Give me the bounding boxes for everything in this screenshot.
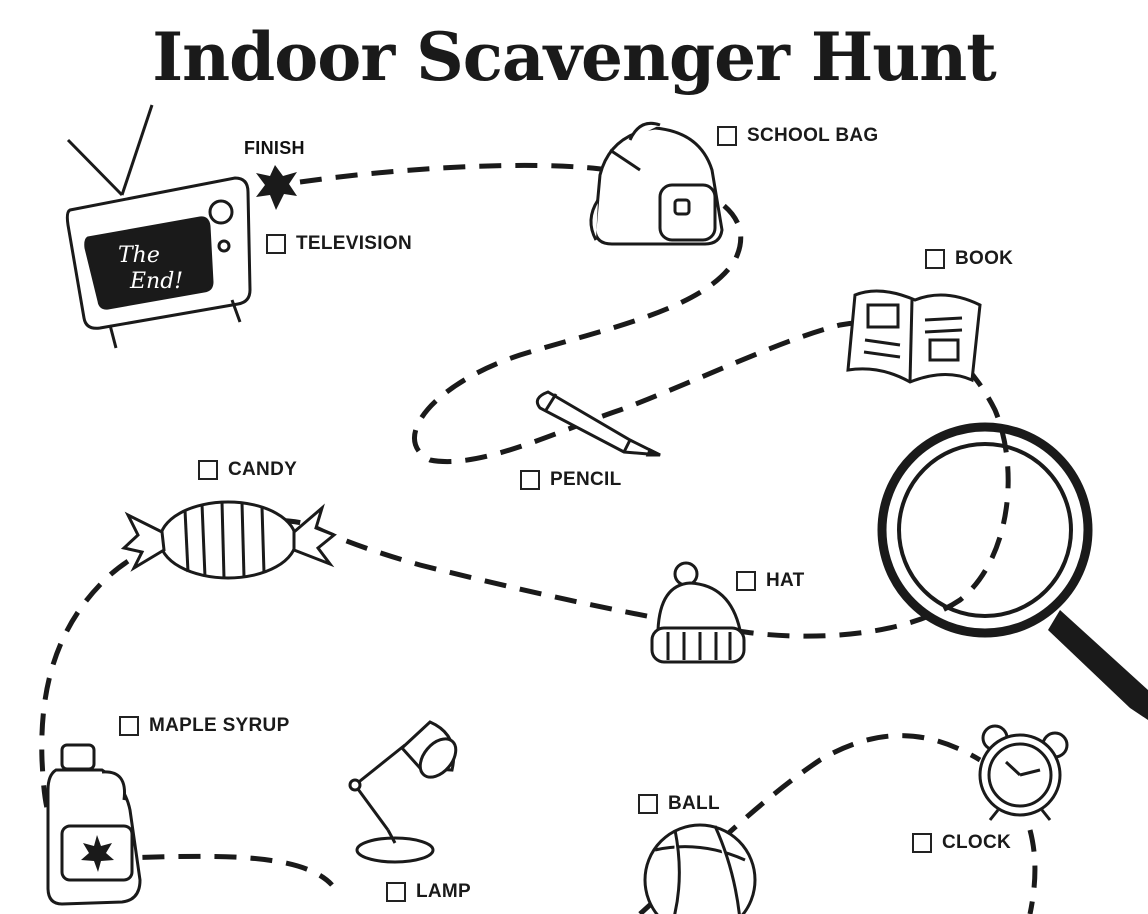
- checkbox-box[interactable]: [638, 794, 658, 814]
- pencil-icon: [535, 390, 661, 457]
- checkbox-maple-syrup[interactable]: MAPLE SYRUP: [119, 715, 290, 737]
- book-icon: [846, 289, 982, 384]
- trail-path-ball: [638, 733, 982, 914]
- checkbox-box[interactable]: [925, 249, 945, 269]
- checkbox-label: LAMP: [416, 881, 472, 902]
- trail-path: [39, 162, 1011, 887]
- checkbox-label: TELEVISION: [296, 233, 412, 254]
- lamp-icon: [348, 720, 458, 864]
- checkbox-pencil[interactable]: PENCIL: [520, 469, 621, 491]
- checkbox-book[interactable]: BOOK: [925, 248, 1013, 270]
- checkbox-box[interactable]: [198, 460, 218, 480]
- ball-icon: [643, 823, 757, 914]
- trail-path-clock: [1027, 829, 1038, 914]
- checkbox-box[interactable]: [717, 126, 737, 146]
- checkbox-label: HAT: [766, 570, 805, 591]
- maple-leaf-icon: [81, 835, 114, 872]
- page-title: Indoor Scavenger Hunt: [152, 18, 996, 96]
- clock-icon: [978, 724, 1069, 821]
- checkbox-box[interactable]: [119, 716, 139, 736]
- magnifying-glass-icon: [877, 422, 1148, 720]
- checkbox-label: BALL: [668, 793, 720, 814]
- tv-text-line1: The: [118, 243, 160, 268]
- hat-icon: [650, 561, 746, 664]
- checkbox-label: SCHOOL BAG: [747, 125, 879, 146]
- candy-icon: [120, 500, 337, 580]
- checkbox-label: CANDY: [228, 459, 298, 480]
- checkbox-television[interactable]: TELEVISION: [266, 233, 412, 255]
- checkbox-lamp[interactable]: LAMP: [386, 881, 471, 903]
- checkbox-box[interactable]: [736, 571, 756, 591]
- checkbox-label: PENCIL: [550, 469, 622, 490]
- checkbox-clock[interactable]: CLOCK: [912, 832, 1011, 854]
- checkbox-ball[interactable]: BALL: [638, 793, 720, 815]
- maple-syrup-icon: [46, 743, 142, 906]
- checkbox-hat[interactable]: HAT: [736, 570, 805, 592]
- checkbox-school-bag[interactable]: SCHOOL BAG: [717, 125, 878, 147]
- finish-label: FINISH: [244, 138, 305, 158]
- checkbox-label: BOOK: [955, 248, 1014, 269]
- checkbox-label: MAPLE SYRUP: [149, 715, 290, 736]
- checkbox-box[interactable]: [386, 882, 406, 902]
- checkbox-box[interactable]: [520, 470, 540, 490]
- checkbox-box[interactable]: [266, 234, 286, 254]
- checkbox-label: CLOCK: [942, 832, 1012, 853]
- finish-star-icon: [256, 165, 297, 210]
- tv-text-line2: End!: [129, 269, 183, 294]
- television-icon: The End!: [65, 104, 252, 349]
- checkbox-box[interactable]: [912, 833, 932, 853]
- checkbox-candy[interactable]: CANDY: [198, 459, 297, 481]
- school-bag-icon: [589, 121, 724, 246]
